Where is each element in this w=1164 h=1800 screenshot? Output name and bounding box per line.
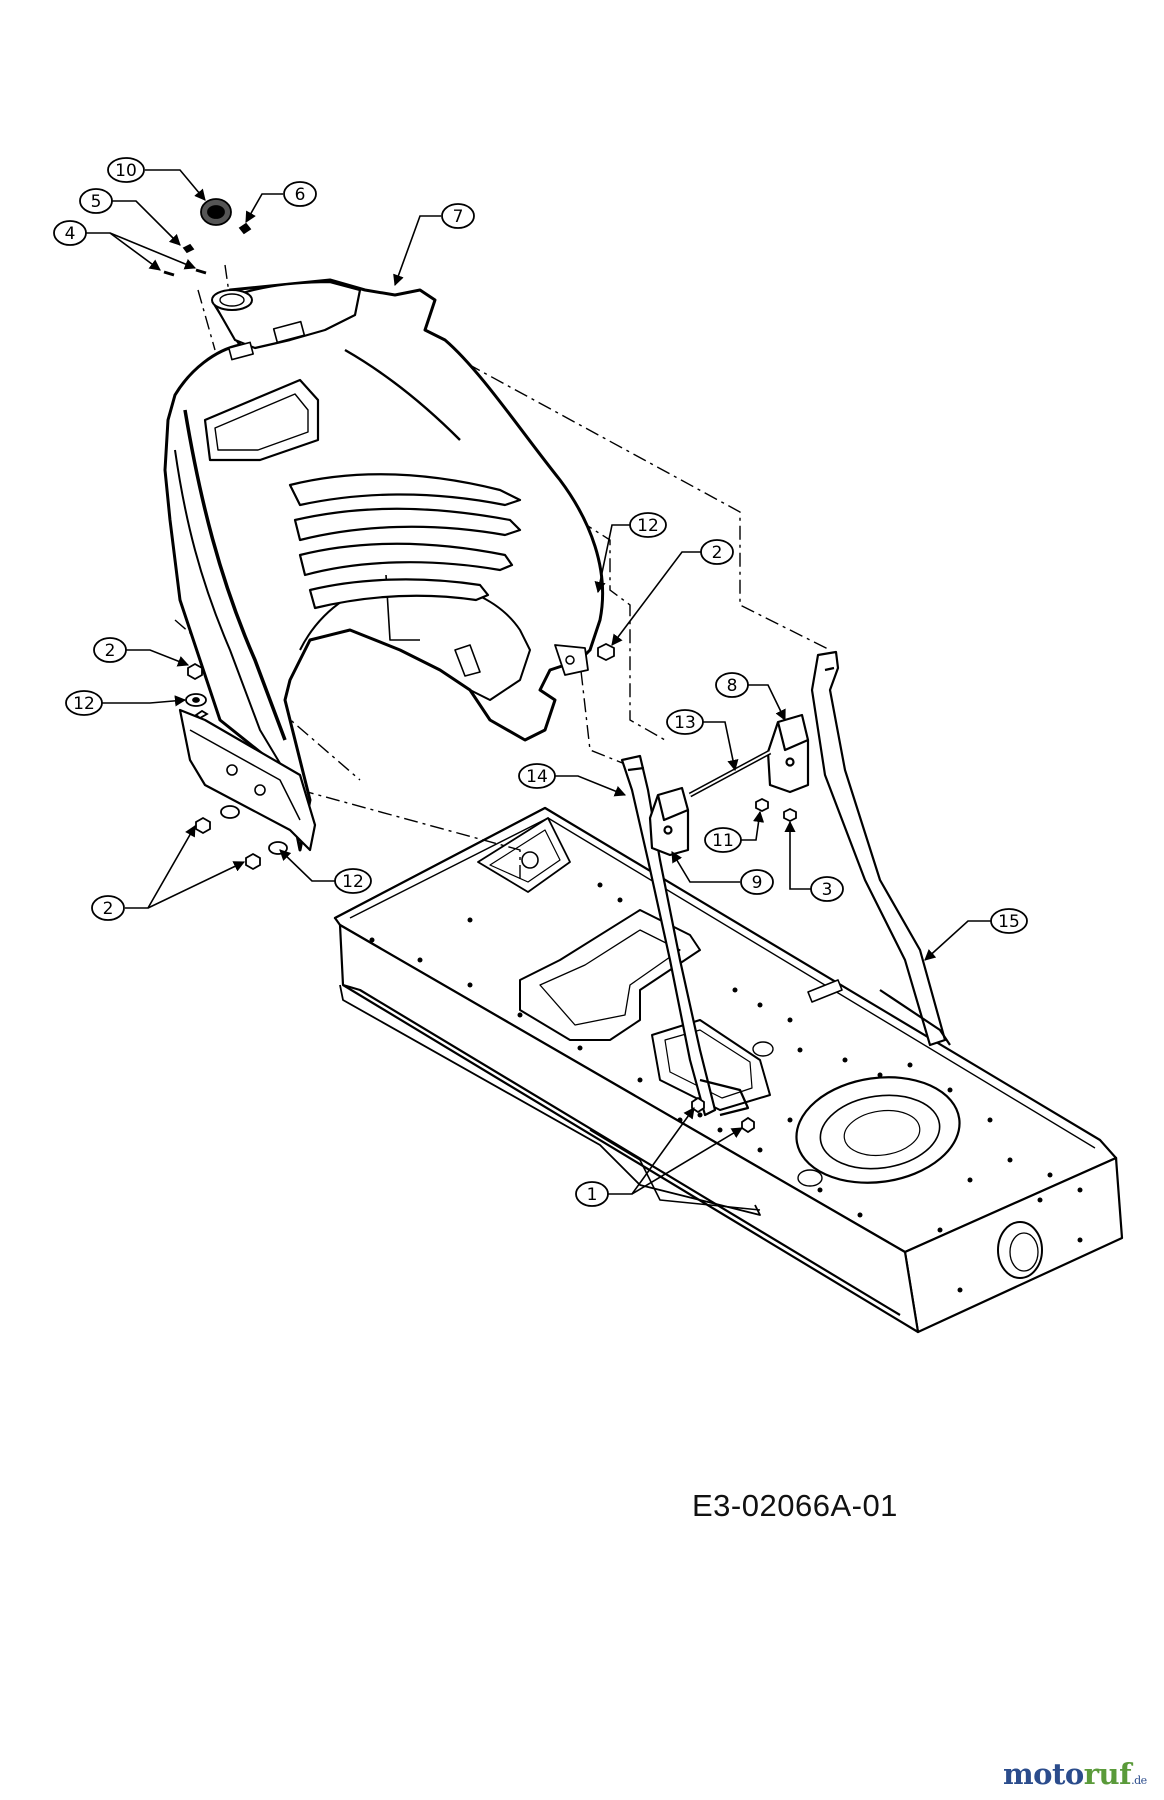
svg-text:6: 6 — [295, 185, 306, 205]
logo-suffix: .de — [1131, 1774, 1147, 1787]
svg-text:8: 8 — [727, 676, 738, 696]
callout-2-left: 2 — [93, 637, 127, 663]
lower-left-bracket — [178, 708, 317, 852]
callout-8: 8 — [715, 672, 749, 698]
callout-13: 13 — [666, 709, 704, 735]
svg-text:11: 11 — [712, 831, 734, 851]
callout-14: 14 — [518, 763, 556, 789]
svg-text:2: 2 — [103, 899, 114, 919]
svg-text:2: 2 — [105, 641, 116, 661]
svg-text:4: 4 — [65, 224, 76, 244]
svg-text:1: 1 — [587, 1185, 598, 1205]
chassis-holes — [369, 882, 1083, 1293]
svg-text:9: 9 — [752, 873, 763, 893]
dash-panel-shroud — [163, 278, 605, 852]
svg-text:12: 12 — [637, 516, 659, 536]
svg-text:10: 10 — [115, 161, 137, 181]
callout-9: 9 — [740, 869, 774, 895]
svg-text:12: 12 — [73, 694, 95, 714]
logo-part-2: ruf — [1083, 1757, 1132, 1791]
svg-text:3: 3 — [822, 880, 833, 900]
drawing-code: E3-02066A-01 — [692, 1488, 898, 1523]
callout-10: 10 — [107, 157, 145, 183]
logo-part-1: moto — [1003, 1757, 1084, 1791]
motoruf-logo: motoruf.de — [1003, 1757, 1147, 1791]
support-rod-14 — [620, 754, 750, 1117]
callouts: 10 6 5 4 7 12 2 2 12 8 13 14 11 9 3 2 12… — [53, 157, 1028, 1207]
chassis-frame — [333, 806, 1124, 1334]
callout-2-lower: 2 — [91, 895, 125, 921]
callout-6: 6 — [283, 181, 317, 207]
pivot-pin-13 — [688, 749, 772, 798]
callout-12-lower: 12 — [334, 868, 372, 894]
callout-2-upper: 2 — [700, 539, 734, 565]
callout-12-upper: 12 — [629, 512, 667, 538]
svg-text:7: 7 — [453, 207, 464, 227]
callout-12-left: 12 — [65, 690, 103, 716]
callout-15: 15 — [990, 908, 1028, 934]
callout-4: 4 — [53, 220, 87, 246]
svg-text:12: 12 — [342, 872, 364, 892]
svg-text:13: 13 — [674, 713, 696, 733]
callout-3: 3 — [810, 876, 844, 902]
svg-text:2: 2 — [712, 543, 723, 563]
callout-5: 5 — [79, 188, 113, 214]
callout-1: 1 — [575, 1181, 609, 1207]
callout-11: 11 — [704, 827, 742, 853]
svg-text:5: 5 — [91, 192, 102, 212]
hinge-bracket-8 — [766, 713, 810, 794]
support-rod-15 — [810, 650, 951, 1047]
svg-text:15: 15 — [998, 912, 1020, 932]
svg-text:14: 14 — [526, 767, 548, 787]
hinge-bracket-9 — [648, 786, 690, 857]
callout-7: 7 — [441, 203, 475, 229]
hardware-fasteners — [163, 198, 797, 1134]
leader-lines — [85, 169, 991, 1195]
